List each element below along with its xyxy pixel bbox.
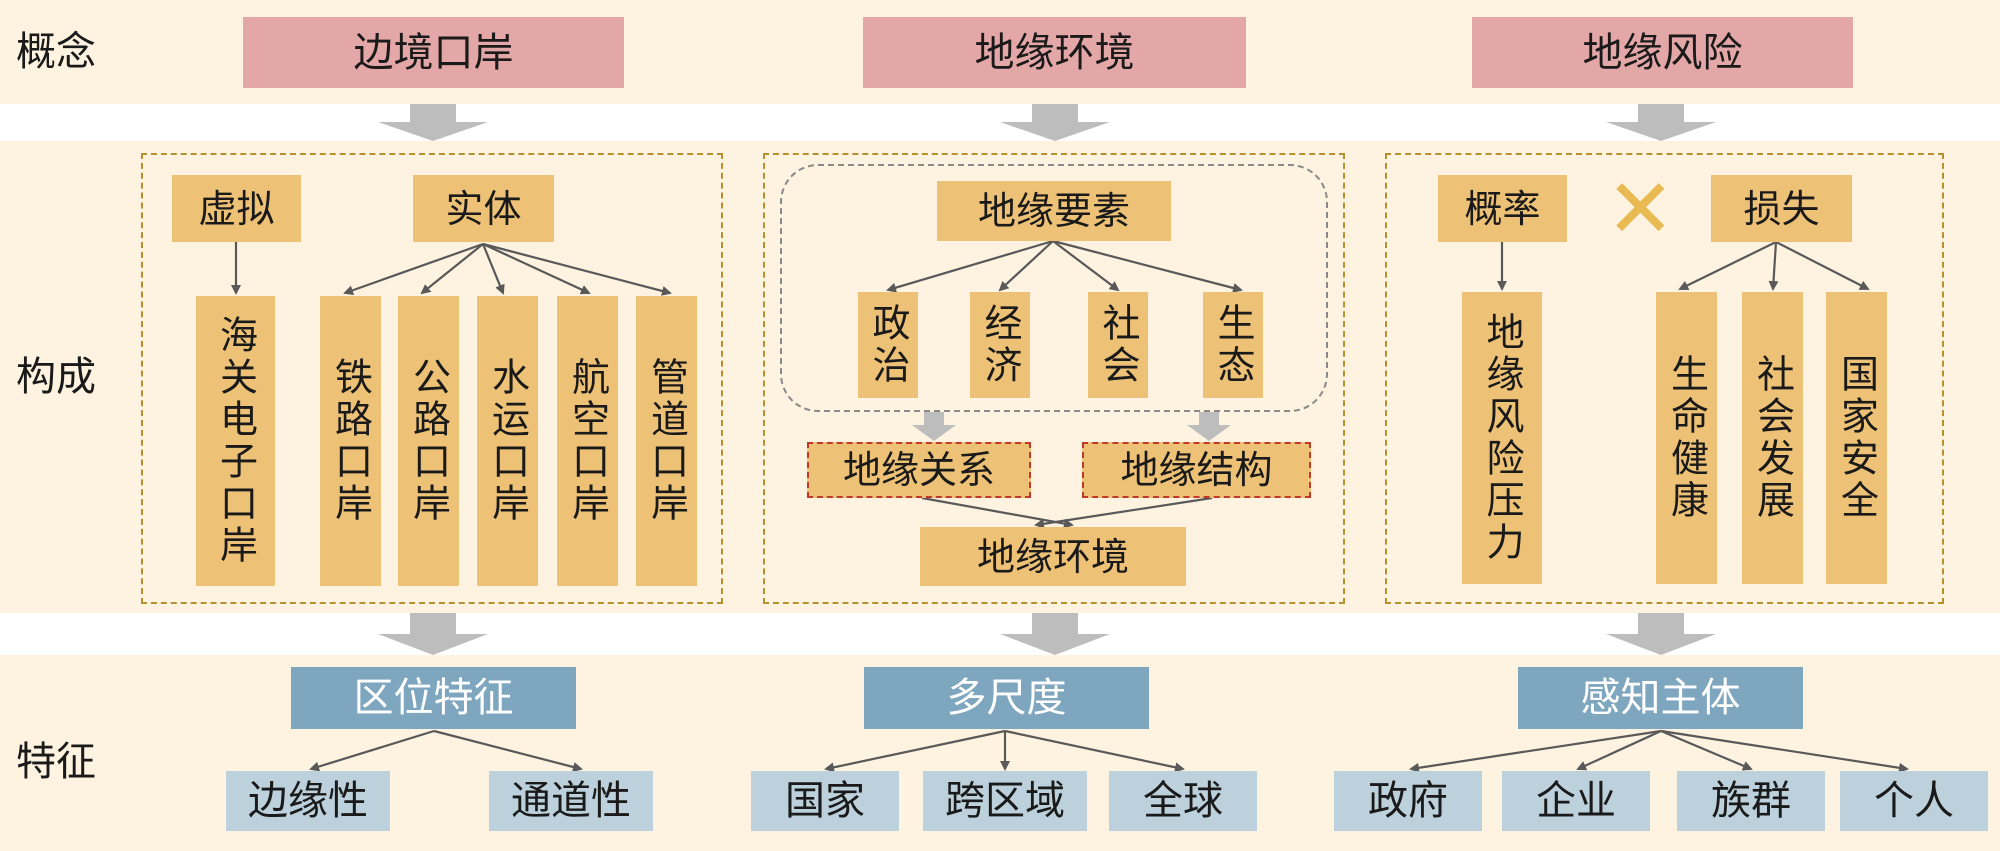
life-health-box: 生命健康 [1656, 292, 1717, 584]
row-label-composition: 构成 [16, 354, 96, 400]
social-development-box: 社会发展 [1742, 292, 1803, 584]
scale-nation-box: 国家 [751, 771, 899, 831]
arrow-location-edge [309, 729, 435, 772]
down-arrow [1000, 613, 1110, 655]
down-arrow [1000, 104, 1110, 141]
arrow-subject-enterprise [1576, 729, 1662, 771]
road-port-box: 公路口岸 [398, 296, 459, 586]
loss-box: 损失 [1711, 175, 1852, 242]
arrow-subject-government [1409, 729, 1662, 773]
arrow-elements-economy [998, 240, 1054, 292]
feature-location-box: 区位特征 [291, 667, 576, 729]
multiply-icon: ✕ [1606, 162, 1675, 257]
concept-geo-environment: 地缘环境 [863, 17, 1246, 88]
arrow-elements-ecology [1052, 239, 1243, 293]
risk-composition-panel [1385, 153, 1944, 604]
national-security-box: 国家安全 [1826, 292, 1887, 584]
feature-channel-box: 通道性 [489, 771, 653, 831]
geo-elements-box: 地缘要素 [937, 181, 1171, 241]
row-label-feature: 特征 [16, 739, 96, 785]
geo-risk-pressure-box: 地缘风险压力 [1462, 292, 1542, 584]
arrow-loss-security [1775, 241, 1870, 290]
arrow-relation-environment [921, 496, 1074, 529]
scale-global-box: 全球 [1109, 771, 1257, 831]
down-arrow [378, 613, 488, 655]
politics-box: 政治 [858, 292, 918, 398]
port-composition-panel [141, 153, 723, 604]
society-box: 社会 [1088, 292, 1148, 398]
arrow-structure-environment [1034, 496, 1213, 529]
virtual-port-box: 虚拟 [172, 175, 301, 242]
physical-port-box: 实体 [413, 175, 554, 242]
geo-elements-group [780, 164, 1328, 412]
ecology-box: 生态 [1203, 292, 1263, 398]
pipeline-port-box: 管道口岸 [636, 296, 697, 586]
subject-government-box: 政府 [1334, 771, 1482, 831]
geo-relation-box: 地缘关系 [807, 442, 1031, 498]
arrow-physical-rail [343, 242, 484, 296]
concept-geo-risk: 地缘风险 [1472, 17, 1853, 88]
small-down-arrow [912, 412, 956, 441]
subject-enterprise-box: 企业 [1502, 771, 1650, 831]
geo-structure-box: 地缘结构 [1082, 442, 1311, 498]
arrow-subject-ethnic [1660, 729, 1753, 771]
down-arrow [378, 104, 488, 141]
arrow-physical-air [482, 243, 591, 295]
arrow-scale-nation [824, 729, 1006, 773]
arrow-loss-health [1678, 241, 1777, 290]
probability-box: 概率 [1438, 175, 1567, 242]
arrow-loss-society [1768, 241, 1779, 291]
air-port-box: 航空口岸 [557, 296, 618, 586]
scale-cross-region-box: 跨区域 [923, 771, 1087, 831]
arrow-scale-global [1004, 729, 1185, 773]
arrow-elements-politics [886, 239, 1054, 293]
feature-scale-box: 多尺度 [864, 667, 1149, 729]
economy-box: 经济 [970, 292, 1030, 398]
feature-subject-box: 感知主体 [1518, 667, 1803, 729]
feature-edge-box: 边缘性 [226, 771, 390, 831]
arrow-location-channel [433, 729, 583, 772]
arrow-physical-pipeline [482, 242, 672, 296]
down-arrows [378, 104, 1716, 655]
arrow-elements-society [1052, 240, 1120, 292]
arrow-subject-individual [1660, 729, 1909, 773]
rail-port-box: 铁路口岸 [320, 296, 381, 586]
small-down-arrow [1187, 412, 1231, 441]
concept-border-port: 边境口岸 [243, 17, 624, 88]
geo-environment-box: 地缘环境 [920, 527, 1186, 586]
environment-composition-panel [763, 153, 1345, 604]
down-arrow [1606, 104, 1716, 141]
arrow-physical-road [420, 243, 484, 295]
water-port-box: 水运口岸 [477, 296, 538, 586]
subject-ethnic-box: 族群 [1677, 771, 1825, 831]
down-arrow [1606, 613, 1716, 655]
row-label-concept: 概念 [16, 29, 96, 75]
customs-electronic-port-box: 海关电子口岸 [196, 296, 275, 586]
arrow-physical-water [481, 243, 505, 295]
subject-individual-box: 个人 [1840, 771, 1988, 831]
